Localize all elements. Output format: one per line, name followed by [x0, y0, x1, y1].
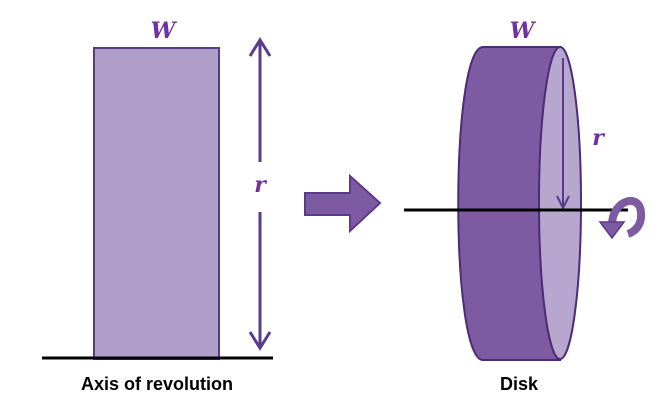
rectangle-width-label: W	[151, 18, 178, 44]
radius-arrowhead-top	[248, 37, 272, 57]
disk-radius-arrowhead	[556, 195, 570, 211]
disk-caption: Disk	[500, 374, 539, 394]
rotation-arrowhead-icon	[598, 221, 626, 240]
rectangle-region	[93, 47, 220, 360]
radius-arrowhead-bottom	[248, 331, 272, 351]
transform-arrow	[304, 173, 382, 234]
rotation-arrow-icon	[608, 197, 646, 238]
disk-radius-label: r	[592, 125, 605, 151]
disk-width-label: W	[510, 18, 537, 44]
axis-caption: Axis of revolution	[81, 374, 233, 394]
disk-body	[457, 46, 561, 361]
rectangle-radius-label: r	[254, 172, 267, 198]
